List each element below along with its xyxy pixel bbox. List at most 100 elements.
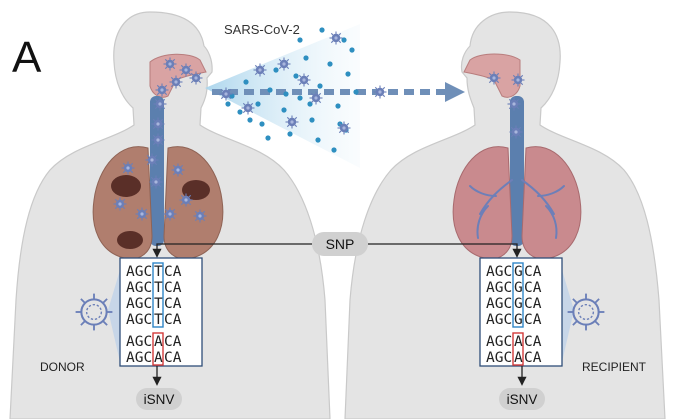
aerosol-droplet (267, 87, 273, 93)
virus-particle (486, 70, 502, 86)
aerosol-droplet (353, 89, 359, 95)
aerosol-droplet (297, 95, 303, 101)
virus-particle (168, 74, 184, 90)
aerosol-droplet (327, 61, 333, 67)
read-prefix: AGC (126, 264, 152, 280)
aerosol-droplet (331, 147, 337, 153)
virus-particle (178, 192, 194, 208)
recipient-zoom-wedge (562, 270, 574, 362)
aerosol-droplet (225, 101, 231, 107)
read-suffix: CA (164, 350, 182, 366)
aerosol-droplet (237, 109, 243, 115)
read-prefix: AGC (486, 280, 512, 296)
aerosol-droplet (287, 131, 293, 137)
donor-lung-damage (182, 180, 210, 200)
read-suffix: CA (524, 280, 542, 296)
aerosol-droplet (309, 117, 315, 123)
virus-particle (188, 70, 204, 86)
recipient-isnv-pill (499, 388, 545, 410)
read-suffix: CA (164, 280, 182, 296)
recipient-virus-icon (567, 293, 605, 331)
aerosol-droplet (283, 91, 289, 97)
read-prefix: AGC (486, 296, 512, 312)
aerosol-droplet (345, 71, 351, 77)
read-prefix: AGC (486, 264, 512, 280)
read-prefix: AGC (486, 312, 512, 328)
recipient-body (344, 11, 666, 419)
read-variant-base: G (514, 312, 523, 328)
virus-particle (134, 206, 150, 222)
aerosol-droplet (293, 73, 299, 79)
donor-lung-damage (111, 175, 141, 197)
read-prefix: AGC (486, 334, 512, 350)
read-variant-base: A (154, 334, 163, 350)
aerosol-droplet (243, 79, 249, 85)
read-suffix: CA (524, 296, 542, 312)
panel-letter: A (12, 33, 42, 82)
virus-particle (328, 30, 344, 46)
read-variant-base: G (514, 280, 523, 296)
transmission-arrowhead (445, 82, 465, 102)
snp-label: SNP (326, 236, 355, 252)
donor-label: DONOR (40, 360, 85, 374)
aerosol-droplet (335, 103, 341, 109)
aerosol-droplet (281, 107, 287, 113)
donor-sequence-panel (119, 257, 203, 367)
virus-particle (284, 114, 300, 130)
read-prefix: AGC (126, 334, 152, 350)
donor-zoom-wedge (108, 270, 120, 362)
aerosol-droplet (273, 67, 279, 73)
aerosol-droplets (225, 27, 359, 153)
virus-particle (144, 152, 160, 168)
virus-particle (112, 196, 128, 212)
aerosol-droplet (307, 101, 313, 107)
read-prefix: AGC (126, 350, 152, 366)
major-variant-box (512, 262, 524, 328)
read-variant-base: A (514, 350, 523, 366)
aerosol-droplet (341, 37, 347, 43)
read-variant-base: A (154, 350, 163, 366)
virus-particle (276, 56, 292, 72)
virus-particle (510, 72, 526, 88)
snp-connector-left (152, 243, 312, 258)
recipient-isnv-label: iSNV (507, 392, 538, 407)
recipient-sequence-panel (479, 257, 563, 367)
recipient-left-lung (452, 146, 513, 260)
aerosol-droplet (349, 47, 355, 53)
read-suffix: CA (524, 334, 542, 350)
aerosol-droplet (315, 137, 321, 143)
read-suffix: CA (164, 296, 182, 312)
virus-particle (178, 62, 194, 78)
snp-connector-right (368, 243, 522, 258)
read-variant-base: T (154, 296, 163, 312)
aerosol-droplet (319, 27, 325, 33)
virus-particle (150, 132, 166, 148)
aerosol-droplet (303, 55, 309, 61)
virus-particle (218, 86, 234, 102)
aerosol-droplet (317, 83, 323, 89)
major-variant-box (152, 262, 164, 328)
aerosol-droplet (297, 37, 303, 43)
donor-trachea (150, 96, 164, 246)
virus-particle (308, 90, 324, 106)
read-variant-base: G (514, 296, 523, 312)
donor-isnv-label: iSNV (144, 392, 175, 407)
read-suffix: CA (524, 350, 542, 366)
virus-particle (120, 160, 136, 176)
read-variant-base: T (154, 312, 163, 328)
minor-variant-box (512, 332, 524, 366)
read-variant-base: T (154, 280, 163, 296)
virus-particle (150, 116, 166, 132)
virus-particle (372, 84, 388, 100)
read-variant-base: G (514, 264, 523, 280)
read-prefix: AGC (126, 312, 152, 328)
aerosol-cone (205, 24, 360, 168)
donor-lung-damage (117, 231, 143, 249)
aerosol-droplet (229, 93, 235, 99)
virus-particle (162, 56, 178, 72)
read-prefix: AGC (126, 296, 152, 312)
read-variant-base: T (154, 264, 163, 280)
